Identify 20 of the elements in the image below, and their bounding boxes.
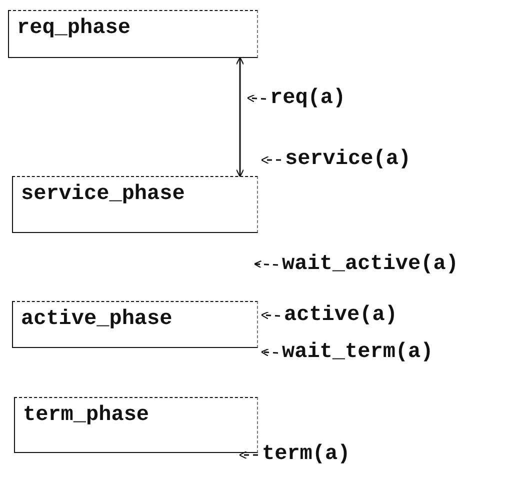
- signal-label: service(a): [285, 147, 412, 173]
- state-name: term_phase: [23, 404, 150, 427]
- leader-arrow: [260, 348, 278, 356]
- leader-arrow: [238, 450, 258, 460]
- arrow: [236, 56, 244, 178]
- state-box: [12, 301, 258, 348]
- signal-label: wait_active(a): [282, 252, 458, 278]
- state-box: [8, 10, 258, 58]
- state-box: [14, 397, 258, 453]
- leader-arrow: [260, 156, 281, 164]
- signal-label: term(a): [262, 442, 350, 468]
- leader-arrow: [246, 94, 266, 102]
- leader-arrow: [254, 260, 278, 268]
- state-name: req_phase: [17, 17, 130, 40]
- state-name: service_phase: [21, 183, 185, 206]
- signal-label: wait_term(a): [282, 340, 434, 366]
- signal-label: req(a): [270, 86, 346, 112]
- state-box: [12, 176, 258, 233]
- state-name: active_phase: [21, 308, 172, 331]
- signal-label: active(a): [284, 303, 398, 329]
